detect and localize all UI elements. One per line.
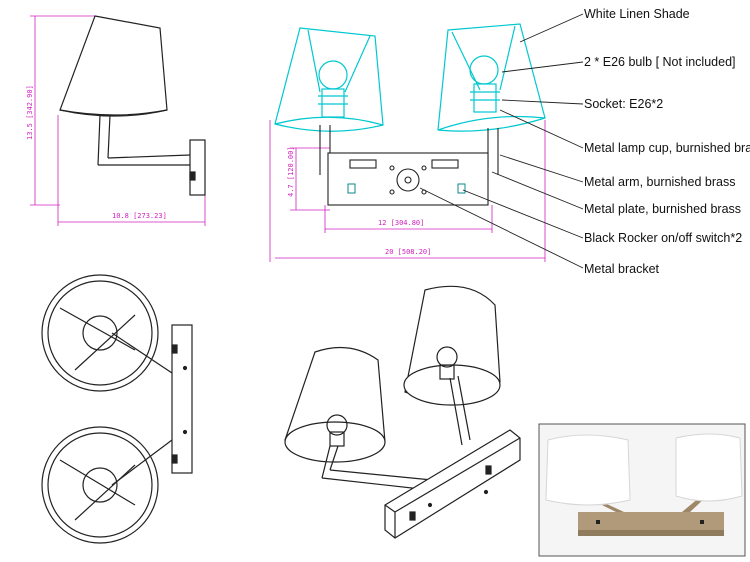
- bulb-callout: 2 * E26 bulb [ Not included]: [584, 55, 736, 69]
- plate-callout: Metal plate, burnished brass: [584, 202, 742, 216]
- front-total-width-dimension: 20 [508.20]: [385, 248, 432, 256]
- side-depth-dimension: 10.8 [273.23]: [112, 212, 167, 220]
- shade-callout: White Linen Shade: [584, 7, 690, 21]
- socket-callout: Socket: E26*2: [584, 97, 664, 111]
- front-view: [269, 13, 584, 269]
- side-view: [30, 15, 206, 226]
- front-plate-width-dimension: 12 [304.80]: [378, 219, 425, 227]
- arm-callout: Metal arm, burnished brass: [584, 175, 736, 189]
- side-height-dimension: 13.5 [342.90]: [26, 85, 34, 140]
- top-view: [41, 274, 193, 544]
- front-height-dimension: 4.7 [120.00]: [287, 146, 295, 197]
- bracket-callout: Metal bracket: [584, 262, 660, 276]
- lamp-cup-callout: Metal lamp cup, burnished brass: [584, 141, 750, 155]
- product-photo: [538, 423, 746, 557]
- switch-callout: Black Rocker on/off switch*2: [584, 231, 743, 245]
- isometric-view: [284, 285, 521, 539]
